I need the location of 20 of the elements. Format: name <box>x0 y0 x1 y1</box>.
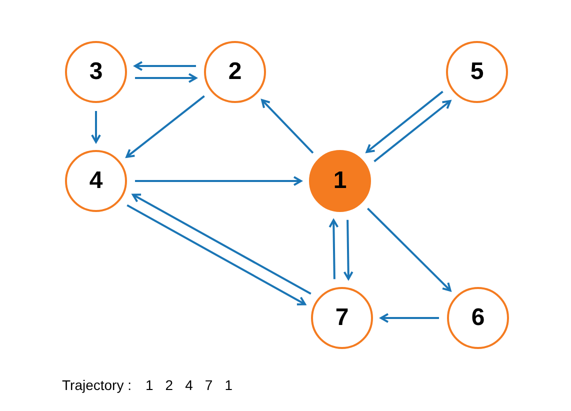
trajectory-step: 1 <box>146 375 154 396</box>
trajectory-label: Trajectory : <box>62 376 132 395</box>
arrow <box>134 61 196 71</box>
trajectory-step: 7 <box>204 375 213 396</box>
arrow <box>261 99 314 154</box>
trajectory-step: 2 <box>165 375 174 396</box>
trajectory-step: 1 <box>224 375 232 396</box>
arrow <box>126 95 205 158</box>
arrow <box>132 194 312 295</box>
arrow <box>135 73 197 83</box>
trajectory-step: 4 <box>185 375 193 396</box>
arrow <box>374 100 452 162</box>
arrow <box>343 220 354 280</box>
arrow <box>91 111 101 143</box>
arrow <box>126 204 306 306</box>
arrow <box>366 90 444 154</box>
arrow <box>380 313 439 323</box>
arrow <box>366 208 452 292</box>
arrow <box>328 219 339 280</box>
arrow <box>135 176 302 186</box>
